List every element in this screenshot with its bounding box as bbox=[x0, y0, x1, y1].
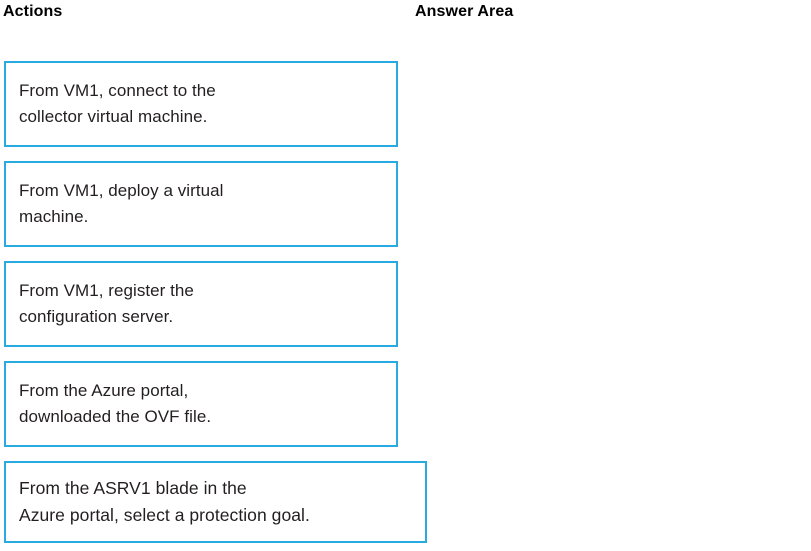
action-card-deploy-virtual-machine[interactable]: From VM1, deploy a virtual machine. bbox=[4, 161, 398, 247]
action-card-label: From VM1, deploy a virtual machine. bbox=[19, 181, 224, 226]
action-card-select-protection-goal[interactable]: From the ASRV1 blade in the Azure portal… bbox=[4, 461, 427, 543]
action-card-download-ovf-file[interactable]: From the Azure portal, downloaded the OV… bbox=[4, 361, 398, 447]
action-card-label: From the Azure portal, downloaded the OV… bbox=[19, 381, 212, 426]
answer-area-dropzone[interactable] bbox=[415, 55, 795, 545]
actions-list: From VM1, connect to the collector virtu… bbox=[4, 61, 427, 543]
action-card-label: From VM1, register the configuration ser… bbox=[19, 281, 194, 326]
action-card-register-configuration-server[interactable]: From VM1, register the configuration ser… bbox=[4, 261, 398, 347]
answer-area-column-heading: Answer Area bbox=[415, 3, 514, 20]
actions-column-heading: Actions bbox=[3, 3, 63, 20]
action-card-label: From the ASRV1 blade in the Azure portal… bbox=[19, 478, 310, 525]
action-card-connect-collector-vm[interactable]: From VM1, connect to the collector virtu… bbox=[4, 61, 398, 147]
action-card-label: From VM1, connect to the collector virtu… bbox=[19, 81, 216, 126]
